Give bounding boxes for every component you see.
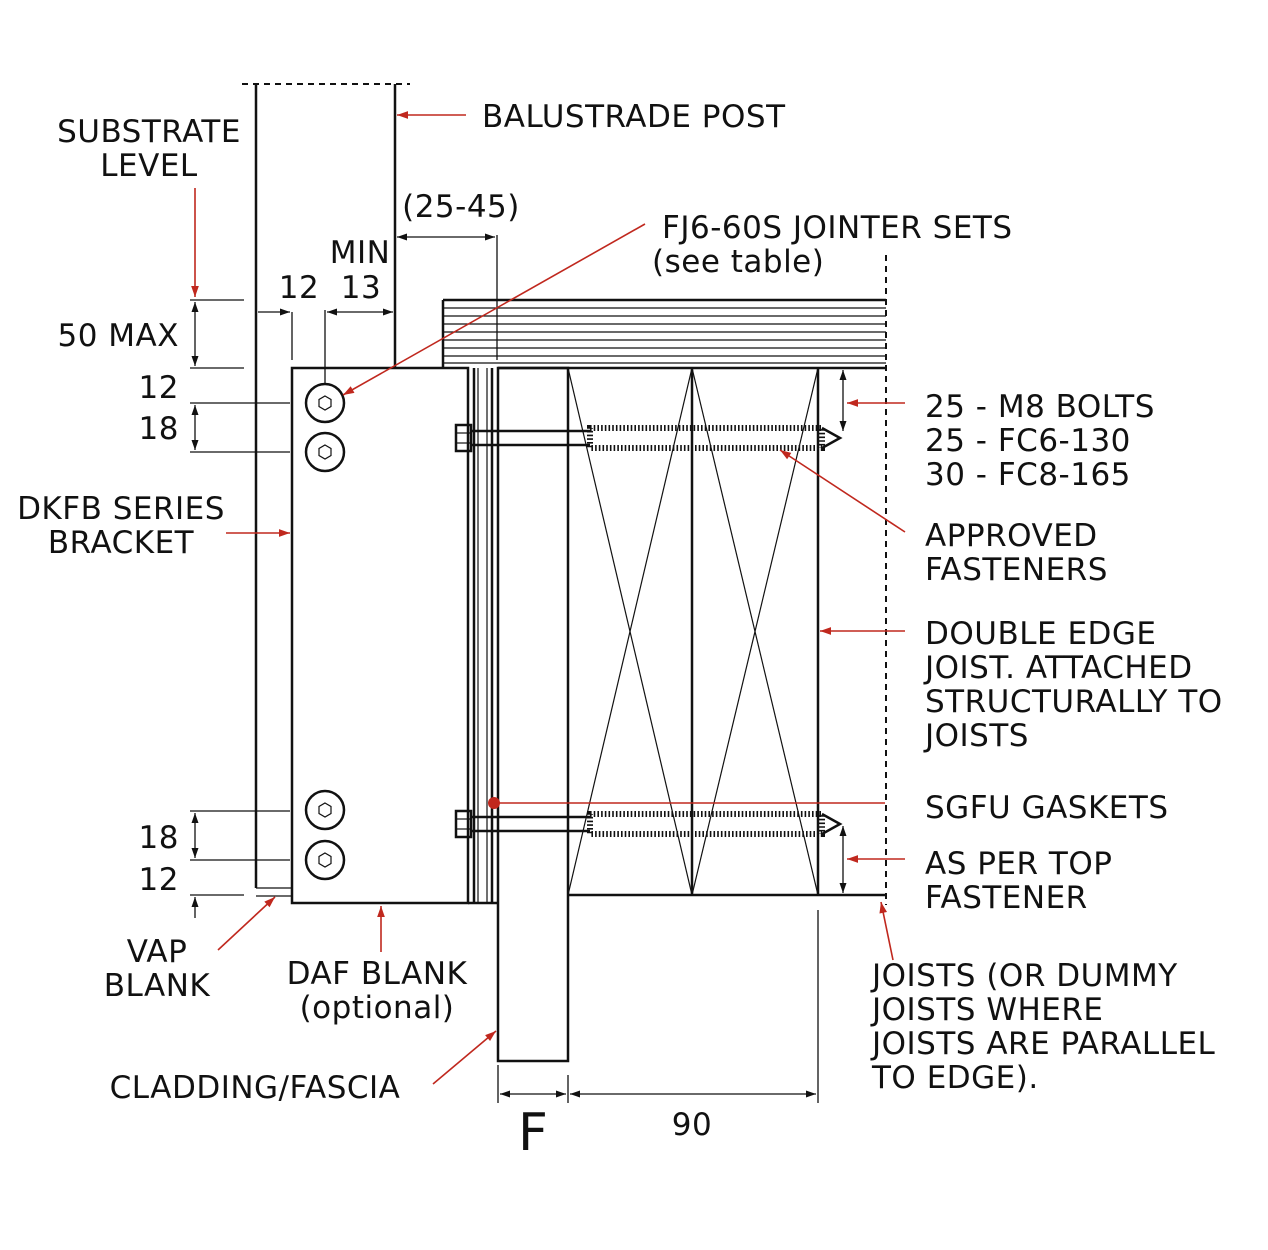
bottom-fastener xyxy=(454,809,843,839)
substrate-level-label-line1: SUBSTRATE xyxy=(57,114,241,150)
double-edge-joist-label-line4: JOISTS xyxy=(923,718,1029,754)
jointer-bolt-3 xyxy=(304,789,346,831)
jointer-bolt-4 xyxy=(304,839,346,881)
dimension-lines xyxy=(190,233,884,1103)
dim-12-top-label: 12 xyxy=(279,270,319,306)
daf-blank-label-line1: DAF BLANK xyxy=(287,956,468,992)
vap-blank-label-line1: VAP xyxy=(127,934,188,970)
jointer-sets-label-line1: FJ6-60S JOINTER SETS xyxy=(662,210,1013,246)
joists-label-line3: JOISTS ARE PARALLEL xyxy=(870,1026,1216,1062)
jointer-sets-label-line2: (see table) xyxy=(652,244,824,280)
balustrade-post-label: BALUSTRADE POST xyxy=(482,99,786,135)
dim-18-lower-label: 18 xyxy=(139,820,179,856)
bolts-label-line2: 25 - FC6-130 xyxy=(925,423,1131,459)
top-fastener xyxy=(454,423,843,453)
bracket-label-line2: BRACKET xyxy=(48,525,195,561)
double-edge-joist xyxy=(498,255,887,905)
joists-label-line2: JOISTS WHERE xyxy=(870,992,1104,1028)
daf-blank-label-line2: (optional) xyxy=(300,990,455,1026)
gasket-marker-dot xyxy=(488,797,500,809)
dim-12-left-label: 12 xyxy=(139,370,179,406)
as-per-top-label-line1: AS PER TOP xyxy=(925,846,1112,882)
cladding-fascia xyxy=(496,366,570,1063)
double-edge-joist-label-line3: STRUCTURALLY TO xyxy=(925,684,1223,720)
leader-lines xyxy=(191,111,906,1085)
dim-13-label: 13 xyxy=(341,270,381,306)
gap-range-label: (25-45) xyxy=(402,189,520,225)
dkfb-bracket xyxy=(256,366,470,905)
dim-18-upper-label: 18 xyxy=(139,411,179,447)
bolts-label-line3: 30 - FC8-165 xyxy=(925,457,1131,493)
substrate-level-label-line2: LEVEL xyxy=(100,148,198,184)
decking-boards xyxy=(441,298,886,368)
dim-12-lower-label: 12 xyxy=(139,862,179,898)
bracket-flange xyxy=(468,368,498,905)
jointer-bolt-1 xyxy=(304,382,346,424)
joists-label-line4: TO EDGE). xyxy=(871,1060,1039,1096)
jointer-bolt-2 xyxy=(304,431,346,473)
cladding-fascia-label: CLADDING/FASCIA xyxy=(110,1070,401,1106)
bolts-label-line1: 25 - M8 BOLTS xyxy=(925,389,1155,425)
double-edge-joist-label-line1: DOUBLE EDGE xyxy=(925,616,1157,652)
min-label: MIN xyxy=(330,235,391,271)
joists-label-line1: JOISTS (OR DUMMY xyxy=(870,958,1178,994)
balustrade-post xyxy=(242,83,410,888)
vap-blank-label-line2: BLANK xyxy=(104,968,211,1004)
approved-fasteners-label-line1: APPROVED xyxy=(925,518,1098,554)
double-edge-joist-label-line2: JOIST. ATTACHED xyxy=(923,650,1193,686)
gaskets-label: SGFU GASKETS xyxy=(925,790,1169,826)
dim-50-max-label: 50 MAX xyxy=(58,318,180,354)
labels: BALUSTRADE POST SUBSTRATE LEVEL (25-45) … xyxy=(17,99,1223,1163)
bracket-label-line1: DKFB SERIES xyxy=(17,491,225,527)
approved-fasteners-label-line2: FASTENERS xyxy=(925,552,1108,588)
dim-90-label: 90 xyxy=(672,1107,712,1143)
as-per-top-label-line2: FASTENER xyxy=(925,880,1088,916)
dim-f-label: F xyxy=(518,1103,548,1163)
